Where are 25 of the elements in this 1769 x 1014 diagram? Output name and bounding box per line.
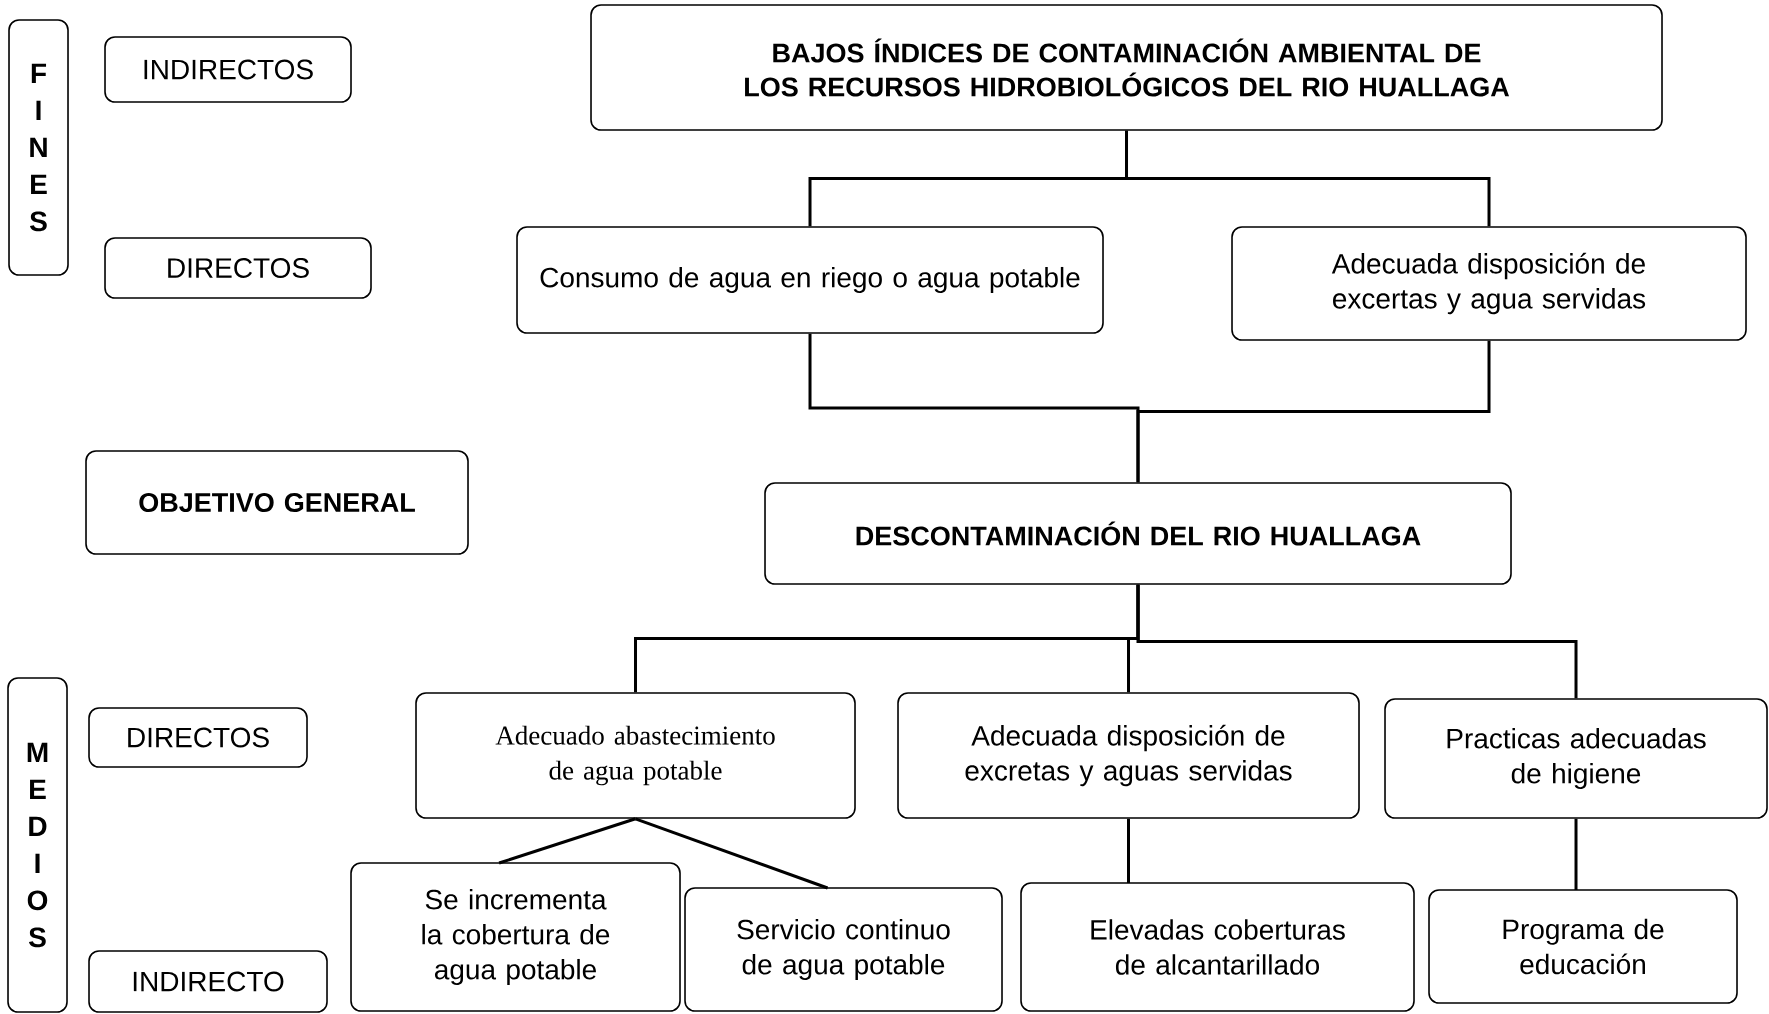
means-box: Programa de educación bbox=[1428, 889, 1738, 1004]
means-box: Adecuada disposición de excretas y aguas servidas bbox=[897, 692, 1360, 819]
connector-line bbox=[498, 817, 636, 865]
objective-box: DESCONTAMINACIÓN DEL RIO HUALLAGA bbox=[764, 482, 1512, 585]
level-box: INDIRECTOS bbox=[104, 36, 352, 103]
end-box: Consumo de agua en riego o agua potable bbox=[516, 226, 1104, 334]
means-box: Servicio continuo de agua potable bbox=[684, 887, 1003, 1012]
category-box: FINES bbox=[8, 19, 69, 276]
level-box: DIRECTOS bbox=[104, 237, 372, 299]
connector-line bbox=[1127, 818, 1130, 883]
means-box: Adecuado abastecimiento de agua potable bbox=[415, 692, 856, 819]
connector-line bbox=[1136, 584, 1578, 699]
means-box: Se incrementa la cobertura de agua potable bbox=[350, 862, 681, 1012]
means-box: Practicas adecuadas de higiene bbox=[1384, 698, 1768, 819]
level-box: INDIRECTO bbox=[88, 950, 328, 1013]
means-box: Elevadas coberturas de alcantarillado bbox=[1020, 882, 1415, 1012]
connector-line bbox=[635, 817, 829, 890]
level-box: DIRECTOS bbox=[88, 707, 308, 768]
category-box: MEDIOS bbox=[7, 677, 68, 1013]
connector-line bbox=[1125, 130, 1491, 227]
goal-box: BAJOS ÍNDICES DE CONTAMINACIÓN AMBIENTAL DE LOS RECURSOS HIDROBIOLÓGICOS DEL RIO HUALLAGA bbox=[590, 4, 1663, 131]
end-box: Adecuada disposición de excertas y agua servidas bbox=[1231, 226, 1747, 341]
connector-line bbox=[1574, 818, 1578, 890]
connector-line bbox=[1136, 340, 1491, 483]
level-box: OBJETIVO GENERAL bbox=[85, 450, 469, 555]
